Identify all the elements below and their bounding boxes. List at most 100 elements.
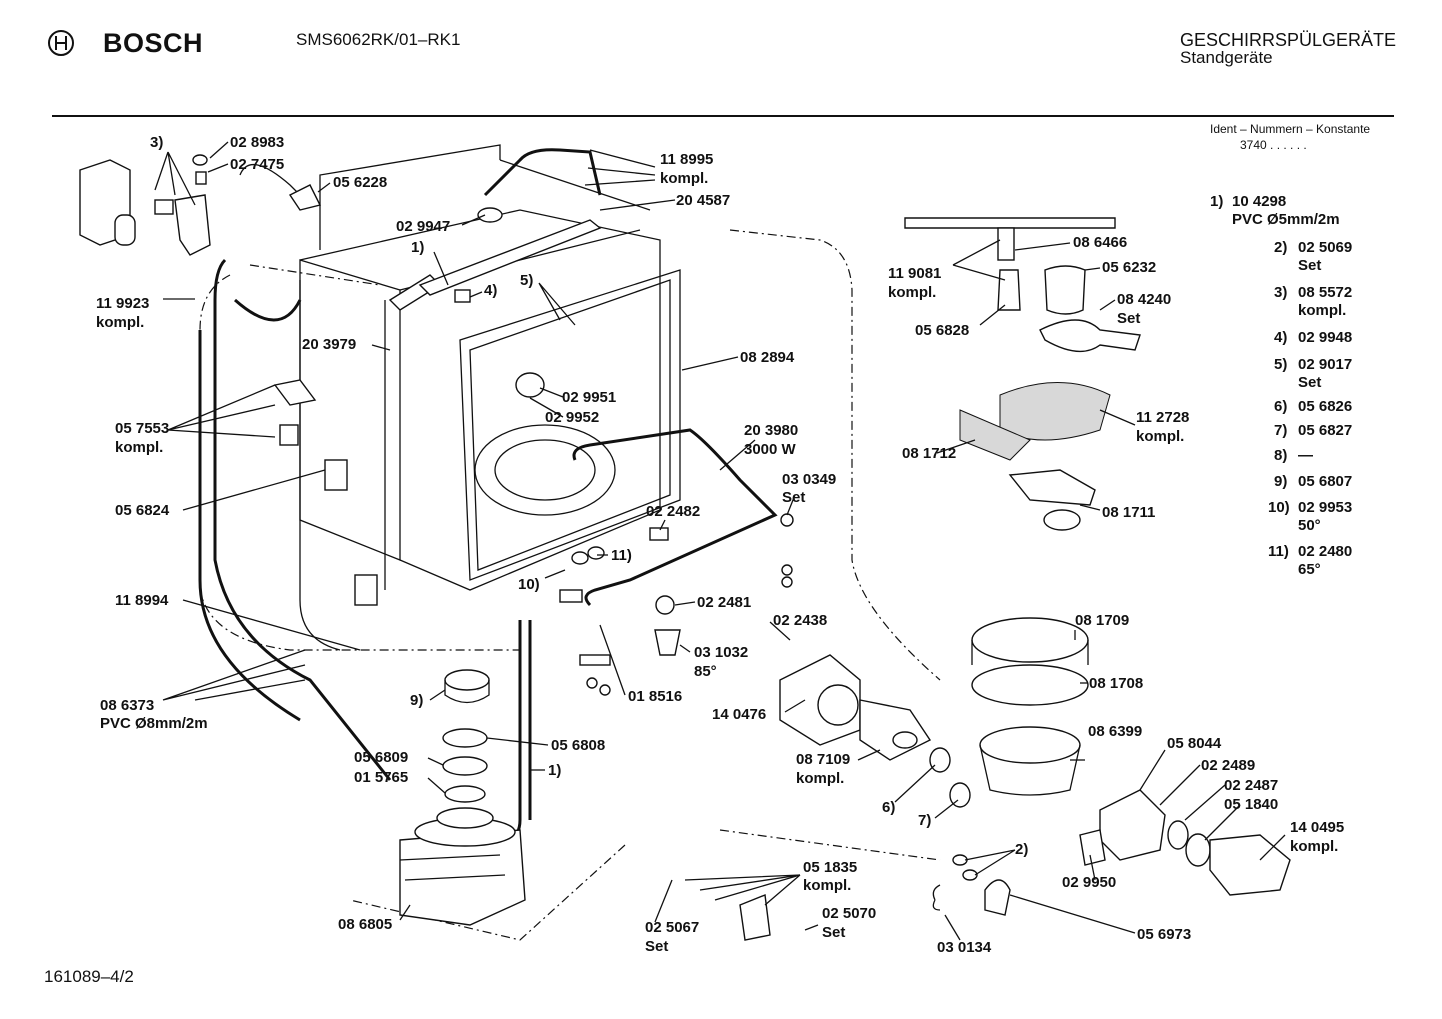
heater-element [572, 428, 778, 607]
part-label: 08 6373 [100, 697, 155, 714]
part-label: Set [782, 489, 806, 506]
part-label: 4) [484, 282, 498, 299]
part-label: 5) [520, 272, 534, 289]
part-label: 10) [518, 576, 540, 593]
part-label: Set [645, 938, 669, 955]
legend-part: 02 9948 [1298, 329, 1353, 346]
part-label: 05 8044 [1167, 735, 1222, 752]
part-label: 08 6466 [1073, 234, 1128, 251]
part-label: kompl. [660, 170, 709, 187]
part-label: 9) [410, 692, 424, 709]
part-label: PVC Ø8mm/2m [100, 715, 208, 732]
part-label: 02 9951 [562, 389, 617, 406]
leader-lines [154, 141, 1286, 941]
header-rule [52, 115, 1394, 117]
part-label: 11) [611, 547, 632, 564]
legend-ref: 8) [1274, 447, 1288, 464]
part-label: 02 7475 [230, 156, 285, 173]
part-label: 02 2481 [697, 594, 752, 611]
part-label: kompl. [1290, 838, 1339, 855]
legend-note: PVC Ø5mm/2m [1232, 211, 1340, 228]
drawing-number: 161089–4/2 [44, 967, 134, 986]
part-label: 02 2489 [1201, 757, 1256, 774]
legend-part: 02 2480 [1298, 543, 1353, 560]
part-label: Set [1117, 310, 1141, 327]
part-label: 20 3979 [302, 336, 357, 353]
part-label: 08 7109 [796, 751, 851, 768]
part-label: 02 2438 [773, 612, 828, 629]
part-label: 02 5067 [645, 919, 700, 936]
part-label: 08 1711 [1102, 504, 1156, 521]
legend-part: 05 6826 [1298, 398, 1353, 415]
legend-note: 65° [1298, 561, 1321, 578]
legend-part: 10 4298 [1232, 193, 1287, 210]
ident-value: 3740 . . . . . . [1240, 138, 1307, 152]
inlet-hose [213, 258, 392, 781]
part-label: 08 4240 [1117, 291, 1172, 308]
part-label: 05 1840 [1224, 796, 1279, 813]
model-number: SMS6062RK/01–RK1 [296, 30, 461, 49]
small-parts [154, 154, 1011, 941]
part-label: kompl. [115, 439, 164, 456]
part-label: 14 0476 [712, 706, 767, 723]
lower-spray-arm [904, 217, 1141, 531]
legend-ref: 11) [1268, 543, 1289, 560]
part-label: 11 9081 [888, 265, 942, 282]
part-label: 08 1708 [1089, 675, 1144, 692]
water-softener [79, 159, 211, 256]
legend-part: 08 5572 [1298, 284, 1353, 301]
subcategory-title: Standgeräte [1180, 48, 1273, 67]
legend-note: Set [1298, 257, 1322, 274]
legend-part: 02 9017 [1298, 356, 1353, 373]
part-label: 05 6828 [915, 322, 970, 339]
part-label: 08 1712 [902, 445, 957, 462]
legend-ref: 3) [1274, 284, 1288, 301]
part-label: 01 8516 [628, 688, 683, 705]
legend-ref: 7) [1274, 422, 1288, 439]
part-label: kompl. [796, 770, 845, 787]
part-label: 01 5765 [354, 769, 409, 786]
legend-ref: 1) [1210, 193, 1224, 210]
part-label: 14 0495 [1290, 819, 1345, 836]
ident-label: Ident – Nummern – Konstante [1210, 122, 1371, 136]
part-label: 02 8983 [230, 134, 285, 151]
part-label: 85° [694, 663, 717, 680]
legend-note: 50° [1298, 517, 1321, 534]
sump-assembly [399, 669, 526, 926]
legend-ref: 9) [1274, 473, 1288, 490]
legend-note: kompl. [1298, 302, 1347, 319]
part-label: 02 2487 [1224, 777, 1279, 794]
part-label: 05 6973 [1137, 926, 1192, 943]
spray-tube-rail [418, 219, 602, 296]
part-label: 20 4587 [676, 192, 731, 209]
part-label: 20 3980 [744, 422, 799, 439]
part-label: 11 9923 [96, 295, 150, 312]
part-label: 02 9947 [396, 218, 451, 235]
part-label: 05 6824 [115, 502, 170, 519]
part-label: 1) [548, 762, 562, 779]
part-label: kompl. [888, 284, 937, 301]
circulation-pump [779, 654, 971, 808]
part-label: 11 8995 [660, 151, 714, 168]
filter-rings [971, 617, 1089, 796]
bosch-logo-icon [46, 28, 76, 62]
legend-ref: 2) [1274, 239, 1288, 256]
legend-ref: 6) [1274, 398, 1288, 415]
legend-part: 05 6827 [1298, 422, 1353, 439]
part-label: 6) [882, 799, 896, 816]
part-label: 1) [411, 239, 425, 256]
part-label: 3000 W [744, 441, 796, 458]
legend-ref: 5) [1274, 356, 1288, 373]
part-label: 2) [1015, 841, 1029, 858]
legend-part: 02 5069 [1298, 239, 1353, 256]
part-label: 3) [150, 134, 164, 151]
part-label: 02 9952 [545, 409, 600, 426]
part-label: 11 8994 [115, 592, 169, 609]
part-label: 03 0349 [782, 471, 837, 488]
legend-ref: 10) [1268, 499, 1290, 516]
part-label: 7) [918, 812, 932, 829]
part-label: Set [822, 924, 846, 941]
part-label: 05 7553 [115, 420, 170, 437]
